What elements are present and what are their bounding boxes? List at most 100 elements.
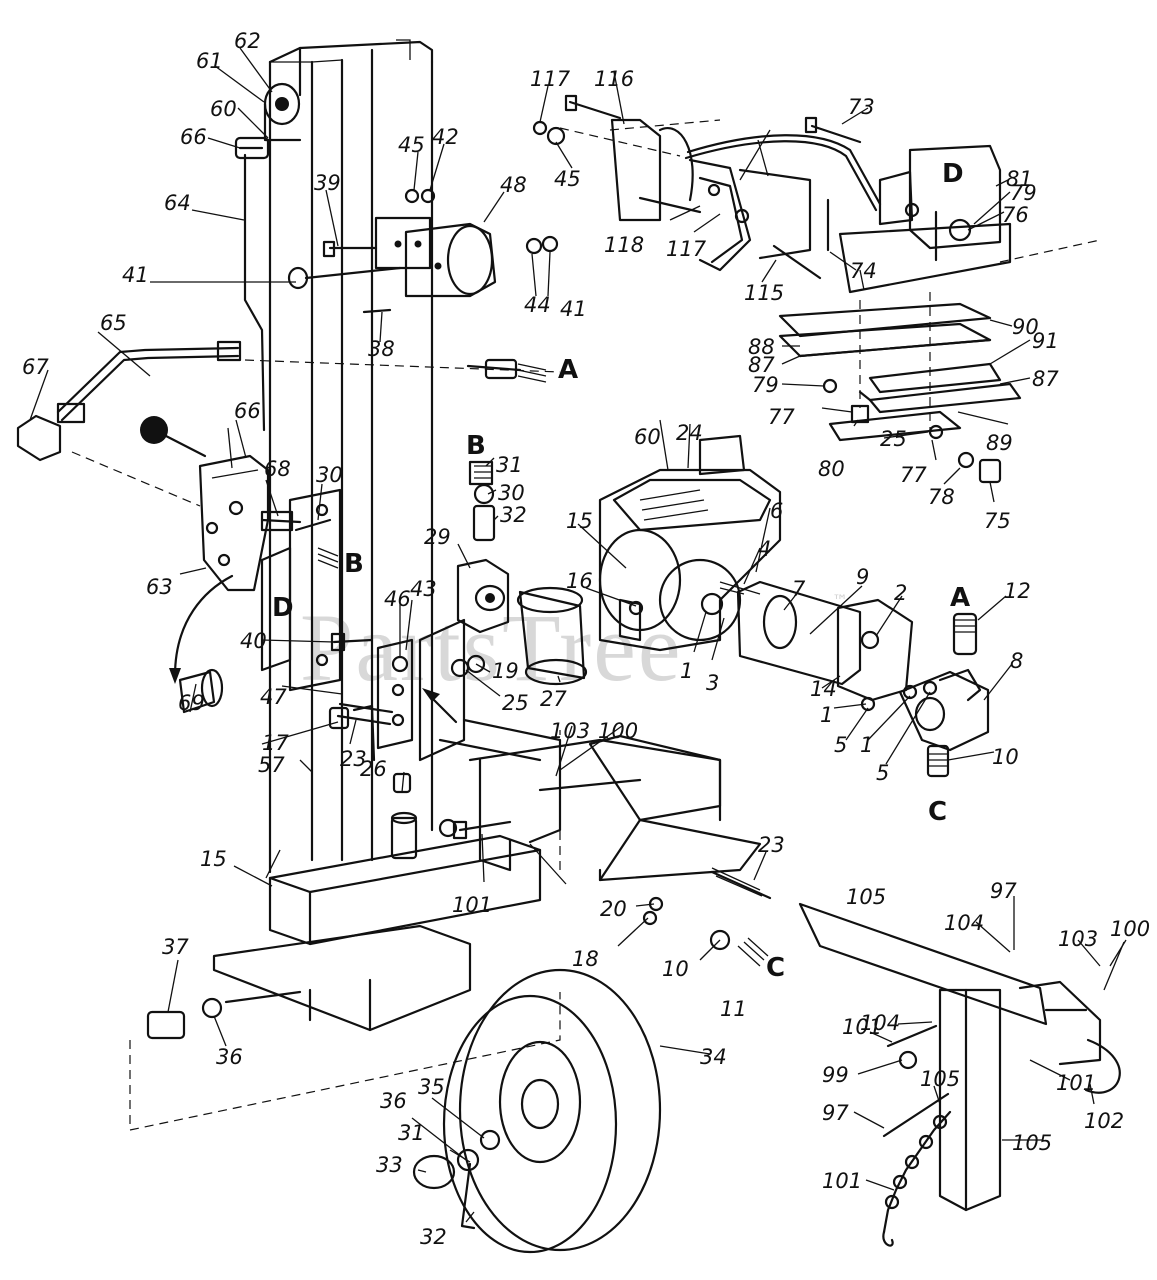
- callout-33: 31: [398, 1121, 425, 1145]
- callout-67: 66: [234, 399, 261, 423]
- callout-100: 100: [598, 719, 638, 743]
- callout-29: 29: [424, 525, 451, 549]
- callout-19: 18: [572, 947, 599, 971]
- callout-12: 12: [1004, 579, 1031, 603]
- callout-11: 11: [720, 997, 747, 1021]
- axle-spacer: [146, 1010, 186, 1040]
- callout-39: 37: [162, 935, 189, 959]
- callout-97: 99: [822, 1063, 849, 1087]
- callout-42: 40: [240, 629, 267, 653]
- callout-15: 15: [566, 509, 593, 533]
- callout-24: 23: [340, 747, 367, 771]
- callout-100-right: 100: [1110, 917, 1150, 941]
- callout-43: 41: [122, 263, 149, 287]
- callout-102: 102: [1084, 1109, 1124, 1133]
- callout-32: 32: [500, 503, 527, 527]
- pin-69: [178, 668, 224, 714]
- hydraulic-line-64: [243, 153, 266, 432]
- connector-c-bottom: C: [766, 953, 785, 983]
- callout-57: 60: [634, 425, 661, 449]
- elbow-fitting: [16, 414, 62, 462]
- connector-c: C: [928, 797, 947, 827]
- connector-d-top: D: [942, 159, 964, 189]
- callout-5-b: 5: [876, 761, 889, 785]
- callout-51: 48: [500, 173, 527, 197]
- callout-38-hub: 36: [380, 1089, 407, 1113]
- connector-b-left: B: [344, 549, 364, 579]
- callout-88: 88: [748, 335, 775, 359]
- control-handle: [56, 346, 240, 414]
- hitch-tongue: [798, 902, 1121, 1212]
- engine-mount-plate: [838, 144, 1012, 294]
- leader-lines: [29, 47, 1127, 1223]
- fitting-c: [926, 744, 950, 778]
- callout-95-tank: 101: [452, 893, 492, 917]
- callout-18: 17: [262, 731, 289, 755]
- callout-22: 25: [502, 691, 529, 715]
- callout-1-b: 1: [820, 703, 833, 727]
- callout-113: 116: [594, 67, 634, 91]
- callout-31: 31: [496, 453, 523, 477]
- callout-103: 103: [550, 719, 590, 743]
- callout-104-top: 104: [944, 911, 984, 935]
- callout-44: 41: [560, 297, 587, 321]
- connector-a: A: [950, 583, 970, 613]
- callout-1-c: 1: [860, 733, 873, 757]
- callout-27: 27: [540, 687, 567, 711]
- callout-90: 90: [1012, 315, 1039, 339]
- callout-89: 89: [986, 431, 1013, 455]
- cylinder-bracket: [374, 216, 497, 298]
- callout-16: 15: [200, 847, 227, 871]
- callout-77: 77: [768, 405, 795, 429]
- wheel: [442, 968, 662, 1254]
- callouts: 62 61 60 66 64 41 6 5 67 66 68 30 63 69 4…: [22, 29, 1150, 1249]
- callout-68: 68: [264, 457, 291, 481]
- callout-62: 62: [234, 29, 261, 53]
- filter-head: [456, 558, 510, 634]
- callout-61: 61: [196, 49, 223, 73]
- vertical-beam: [268, 39, 434, 874]
- callout-69: 69: [178, 691, 205, 715]
- callout-79-top: 79: [1010, 181, 1037, 205]
- callout-9: 9: [856, 565, 869, 589]
- callout-26: 24: [676, 421, 703, 445]
- callout-50: 47: [260, 685, 287, 709]
- horizontal-beam: [468, 734, 762, 882]
- callout-80: 80: [818, 457, 845, 481]
- callout-22-top: 25: [880, 427, 907, 451]
- hydraulic-filter: [516, 586, 588, 686]
- callout-101: 101: [822, 1169, 862, 1193]
- callout-48: 45: [398, 133, 425, 157]
- connector-d: D: [272, 593, 294, 623]
- callout-6: 6: [770, 499, 783, 523]
- callout-34: 32: [420, 1225, 447, 1249]
- callout-63: 63: [146, 575, 173, 599]
- callout-99: 97: [990, 879, 1017, 903]
- fitting-a: [952, 612, 978, 656]
- watermark: PartsTree ™: [300, 591, 848, 701]
- callout-81: 81: [1006, 167, 1033, 191]
- callout-30-left: 30: [316, 463, 343, 487]
- hydraulic-pump: [898, 668, 990, 752]
- callout-76: 76: [1002, 203, 1029, 227]
- callout-67-top: 66: [180, 125, 207, 149]
- hubcap: [412, 1154, 456, 1190]
- connector-b: B: [466, 431, 486, 461]
- callout-115: 118: [604, 233, 644, 257]
- callout-106: 105: [1012, 1131, 1052, 1155]
- callout-10: 10: [662, 957, 689, 981]
- callout-78: 78: [928, 485, 955, 509]
- log-cradle-plate: [260, 488, 342, 692]
- callout-52: 57: [258, 753, 285, 777]
- callout-10-right: 10: [992, 745, 1019, 769]
- callout-66: 67: [22, 355, 49, 379]
- callout-87-right: 87: [1032, 367, 1059, 391]
- callout-37: 35: [418, 1075, 445, 1099]
- callout-46: 43: [410, 577, 437, 601]
- callout-60: 60: [210, 97, 237, 121]
- callout-77-b: 77: [900, 463, 927, 487]
- callout-95-right: 101: [1056, 1071, 1096, 1095]
- callout-79: 79: [752, 373, 779, 397]
- callout-64: 64: [164, 191, 191, 215]
- callout-112: 115: [744, 281, 784, 305]
